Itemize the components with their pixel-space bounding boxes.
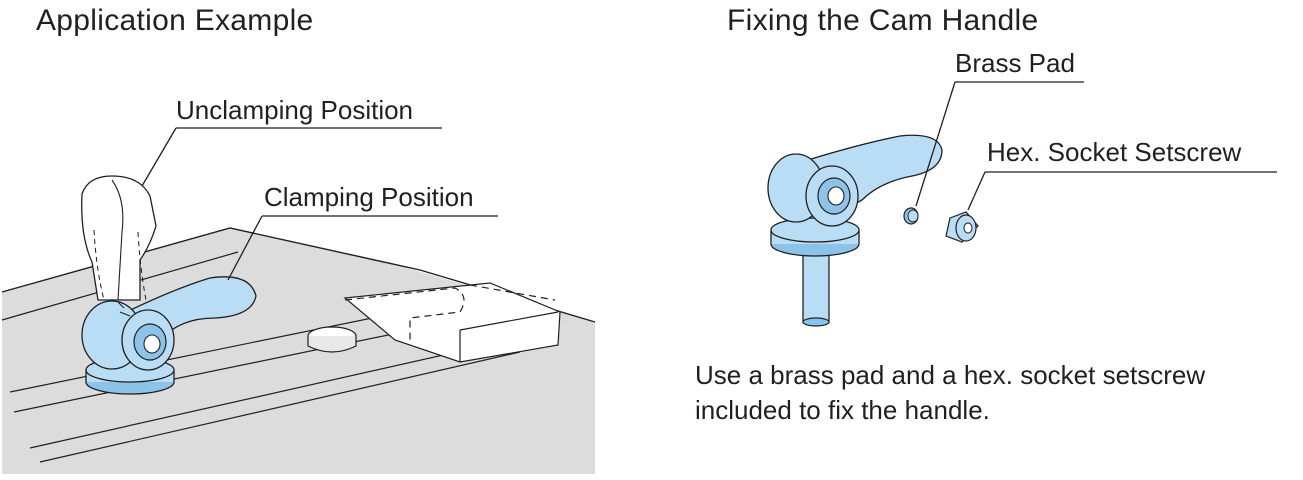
hex-socket-setscrew-part	[945, 211, 979, 243]
cam-handle-assembly	[767, 134, 943, 327]
brass-pad-label: Brass Pad	[955, 48, 1075, 78]
clamping-position-label: Clamping Position	[264, 182, 474, 212]
brass-pad-part	[903, 207, 919, 225]
cam-handle-unclamped-ghost	[81, 175, 157, 301]
caption-line-2: included to fix the handle.	[695, 395, 990, 425]
fixing-cam-handle-title: Fixing the Cam Handle	[727, 4, 1039, 37]
leader-lines-right	[915, 81, 1277, 211]
work-plate	[1, 227, 596, 474]
cam-handle-clamped	[81, 276, 257, 395]
caption-line-1: Use a brass pad and a hex. socket setscr…	[695, 360, 1206, 390]
application-example-title: Application Example	[36, 4, 314, 37]
hex-socket-setscrew-label: Hex. Socket Setscrew	[987, 137, 1242, 167]
unclamping-position-label: Unclamping Position	[176, 95, 414, 125]
leader-lines-left	[141, 127, 498, 281]
